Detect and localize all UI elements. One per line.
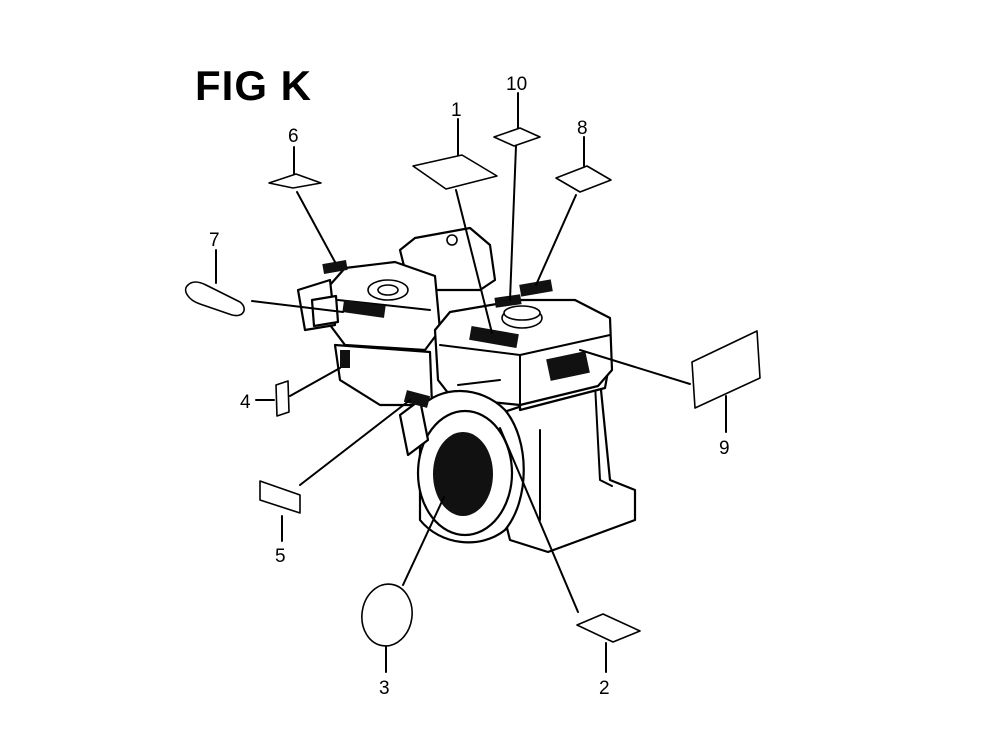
callout-5: 5: [275, 546, 286, 567]
callout-2: 2: [599, 678, 610, 699]
leader-lines: [215, 92, 727, 673]
decal-10-shape: [493, 127, 541, 147]
decal-1-shape: [412, 154, 498, 190]
decal-panel-6: [322, 259, 348, 275]
callout-4: 4: [240, 392, 251, 413]
callout-1: 1: [451, 100, 462, 121]
decal-panel-3: [433, 432, 493, 516]
callout-10: 10: [506, 74, 527, 95]
engine-illustration: [296, 226, 637, 554]
decal-8-shape: [555, 165, 612, 193]
decal-panel-8: [519, 279, 553, 297]
callout-8: 8: [577, 118, 588, 139]
decal-panel-1: [469, 325, 519, 349]
decal-panel-5: [403, 390, 431, 408]
decal-9-shape: [691, 330, 761, 409]
decal-4-shape: [275, 380, 290, 417]
decal-shapes: [184, 127, 761, 647]
decal-7-shape: [184, 281, 245, 317]
decal-panel-10: [494, 294, 522, 308]
callout-3: 3: [379, 678, 390, 699]
decal-2-shape: [576, 613, 641, 643]
figure-title: FIG K: [195, 62, 312, 109]
decal-6-shape: [268, 173, 322, 189]
callout-7: 7: [209, 230, 220, 251]
decal-3-shape: [361, 583, 413, 647]
decal-panel-4: [340, 350, 350, 368]
decal-panel-7: [342, 300, 386, 318]
callout-9: 9: [719, 438, 730, 459]
decal-panel-9: [546, 351, 590, 381]
decal-5-shape: [259, 480, 301, 514]
callout-6: 6: [288, 126, 299, 147]
callout-numbers: 1 2 3 4 5 6 7 8 9 10: [209, 74, 730, 699]
